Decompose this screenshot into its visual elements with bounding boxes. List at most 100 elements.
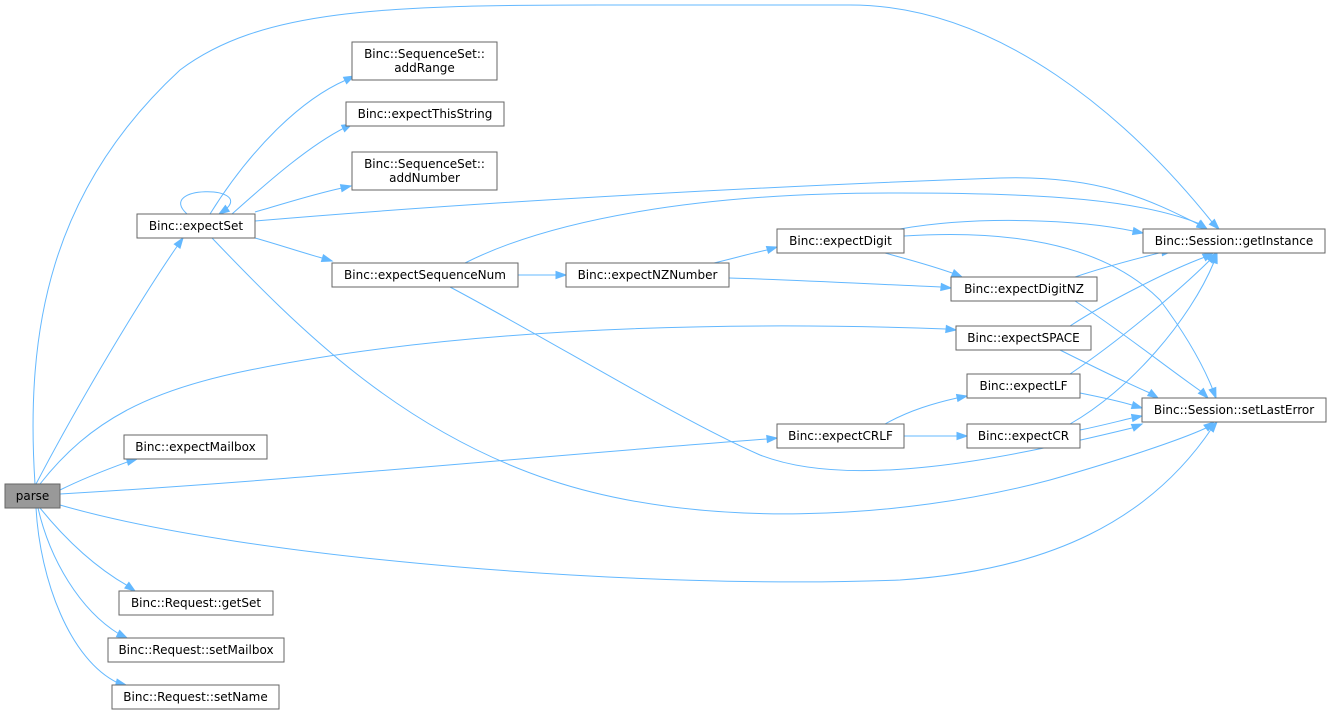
- edge-expectSet-to-setLastError: [211, 237, 1216, 515]
- node-box: [1142, 228, 1326, 254]
- edge-line: [37, 507, 128, 639]
- edge-expectCRLF-to-expectLF: [884, 393, 969, 425]
- node-box: [351, 41, 498, 81]
- node-getInstance[interactable]: Binc::Session::getInstance: [1142, 228, 1326, 254]
- edge-line: [211, 237, 1215, 515]
- node-expectThisString[interactable]: Binc::expectThisString: [345, 101, 505, 127]
- node-box: [118, 590, 274, 616]
- node-box: [331, 262, 519, 288]
- arrowhead-icon: [1196, 219, 1209, 230]
- edge-line: [1074, 300, 1209, 399]
- node-box: [950, 276, 1098, 302]
- arrowhead-icon: [940, 282, 953, 292]
- node-getSet[interactable]: Binc::Request::getSet: [118, 590, 274, 616]
- call-edges: [32, 4, 1221, 687]
- node-expectDigitNZ[interactable]: Binc::expectDigitNZ: [950, 276, 1098, 302]
- edge-expectNZNumber-to-expectDigitNZ: [728, 277, 953, 292]
- edge-expectSequenceNum-to-setLastError: [449, 286, 1144, 472]
- node-label: Binc::Request::setName: [123, 690, 267, 704]
- edge-parse-to-expectMailbox: [59, 457, 139, 491]
- edge-line: [1069, 252, 1217, 375]
- node-expectDigit[interactable]: Binc::expectDigit: [776, 228, 905, 254]
- call-nodes: parse Binc::expectSet Binc::SequenceSet::a…: [4, 41, 1327, 710]
- node-label: Binc::expectDigitNZ: [964, 282, 1084, 296]
- node-box: [136, 213, 256, 239]
- arrowhead-icon: [955, 393, 969, 403]
- arrowhead-icon: [1197, 387, 1210, 400]
- node-expectSequenceNum[interactable]: Binc::expectSequenceNum: [331, 262, 519, 288]
- edge-expectSPACE-to-setLastError: [1059, 349, 1160, 399]
- node-label: Binc::Request::setMailbox: [118, 643, 273, 657]
- node-setLastError[interactable]: Binc::Session::setLastError: [1141, 397, 1327, 423]
- node-label: addRange: [394, 61, 455, 75]
- edge-expectDigit-to-getInstance: [899, 219, 1145, 236]
- edge-parse-to-expectCRLF: [59, 434, 779, 495]
- edge-line: [231, 123, 353, 215]
- arrowhead-icon: [124, 581, 137, 592]
- arrowhead-icon: [1209, 251, 1218, 265]
- arrowhead-icon: [339, 184, 353, 193]
- edge-line: [39, 507, 136, 592]
- node-label: Binc::expectCR: [978, 429, 1069, 443]
- edge-expectSet-to-expectThisString: [231, 123, 354, 215]
- node-label: Binc::expectNZNumber: [578, 268, 718, 282]
- node-expectCRLF[interactable]: Binc::expectCRLF: [776, 423, 905, 449]
- node-box: [955, 325, 1092, 351]
- node-box: [107, 637, 285, 663]
- edge-line: [59, 458, 138, 491]
- edge-line: [884, 252, 963, 278]
- arrowhead-icon: [217, 204, 231, 215]
- node-label: Binc::Session::setLastError: [1154, 403, 1314, 417]
- edge-line: [728, 277, 952, 289]
- edge-line: [180, 191, 232, 215]
- edge-line: [254, 177, 1208, 230]
- node-box: [966, 373, 1081, 399]
- arrowhead-icon: [1203, 421, 1216, 432]
- node-expectNZNumber[interactable]: Binc::expectNZNumber: [565, 262, 730, 288]
- arrowhead-icon: [320, 253, 334, 263]
- edge-expectCRLF-to-expectCR: [904, 431, 969, 441]
- node-label: Binc::SequenceSet::: [364, 47, 485, 61]
- edge-expectNZNumber-to-expectDigit: [713, 245, 779, 264]
- node-setName[interactable]: Binc::Request::setName: [111, 684, 280, 710]
- edge-line: [35, 237, 184, 485]
- node-box: [123, 434, 268, 460]
- edge-line: [464, 192, 1208, 264]
- node-expectSet[interactable]: Binc::expectSet: [136, 213, 256, 239]
- node-expectLF[interactable]: Binc::expectLF: [966, 373, 1081, 399]
- node-label: Binc::expectDigit: [789, 234, 892, 248]
- node-expectSPACE[interactable]: Binc::expectSPACE: [955, 325, 1092, 351]
- arrowhead-icon: [1130, 400, 1144, 410]
- edge-parse-to-expectSPACE: [39, 324, 958, 485]
- edge-expectSet-to-expectSequenceNum: [254, 237, 334, 263]
- arrowhead-icon: [956, 431, 969, 441]
- node-addRange[interactable]: Binc::SequenceSet::addRange: [351, 41, 498, 81]
- node-label: Binc::SequenceSet::: [364, 157, 485, 171]
- arrowhead-icon: [766, 434, 779, 444]
- node-expectMailbox[interactable]: Binc::expectMailbox: [123, 434, 268, 460]
- edge-expectDigitNZ-to-setLastError: [1074, 300, 1210, 400]
- node-label: Binc::expectMailbox: [135, 440, 256, 454]
- edge-line: [32, 4, 1220, 485]
- node-setMailbox[interactable]: Binc::Request::setMailbox: [107, 637, 285, 663]
- edge-line: [59, 437, 778, 495]
- node-parse[interactable]: parse: [4, 483, 61, 509]
- edge-expectCR-to-setLastError: [1079, 413, 1144, 431]
- node-label: addNumber: [389, 171, 460, 185]
- edge-line: [254, 185, 352, 213]
- edge-line: [39, 325, 957, 485]
- node-label: Binc::Session::getInstance: [1155, 234, 1313, 248]
- node-expectCR[interactable]: Binc::expectCR: [966, 423, 1081, 449]
- arrowhead-icon: [342, 75, 356, 85]
- edge-expectSet-to-addNumber: [254, 184, 353, 213]
- node-addNumber[interactable]: Binc::SequenceSet::addNumber: [351, 151, 498, 191]
- edge-line: [884, 395, 968, 425]
- arrowhead-icon: [945, 324, 958, 334]
- arrowhead-icon: [173, 236, 184, 249]
- edge-parse-to-setMailbox: [37, 507, 129, 639]
- edge-expectDigit-to-expectDigitNZ: [884, 252, 964, 278]
- edge-expectSet-to-expectSet: [180, 191, 232, 215]
- edge-line: [209, 75, 355, 215]
- node-box: [4, 483, 61, 509]
- node-label: Binc::expectThisString: [358, 107, 493, 121]
